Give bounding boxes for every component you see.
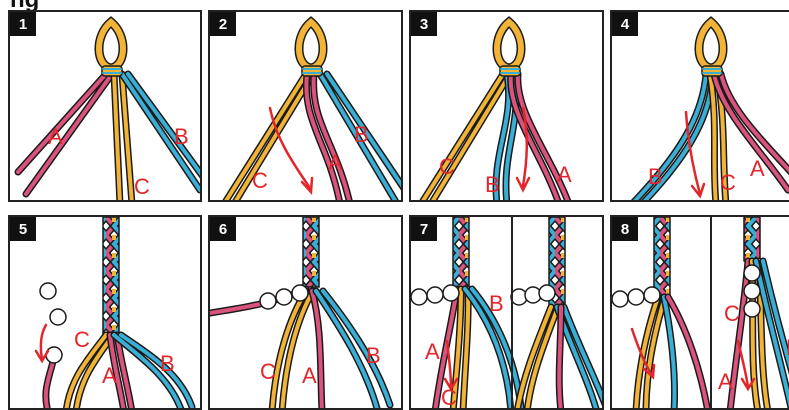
strand-label-b: B xyxy=(160,353,175,375)
step-number-badge: 2 xyxy=(210,12,236,36)
step-number-badge: 8 xyxy=(612,217,638,241)
subpanel-divider xyxy=(710,217,712,408)
strand-label-a: A xyxy=(102,365,117,387)
strand-label-c: C xyxy=(74,329,90,351)
strand-label-a: A xyxy=(557,164,572,186)
step-panel-1: 1 A B C xyxy=(8,10,202,202)
step-number-badge: 4 xyxy=(612,12,638,36)
step-panel-3: 3 A B C xyxy=(409,10,604,202)
step-panel-5: 5 A B C xyxy=(8,215,202,410)
step-panel-4: 4 A B C xyxy=(610,10,789,202)
step-panel-6: 6 A B C xyxy=(208,215,403,410)
strand-label-b: B xyxy=(485,174,500,196)
step-panel-7: 7 A B C xyxy=(409,215,604,410)
strand-label-c: C xyxy=(724,303,740,325)
strand-label-c: C xyxy=(720,172,736,194)
step-number-badge: 6 xyxy=(210,217,236,241)
strand-label-b: B xyxy=(648,166,663,188)
strand-label-c: C xyxy=(252,170,268,192)
step-number-badge: 1 xyxy=(10,12,36,36)
strand-label-c: C xyxy=(134,176,150,198)
strand-label-a: A xyxy=(328,152,343,174)
step-panel-8: 8 A B C xyxy=(610,215,789,410)
panel-8-illustration xyxy=(612,217,789,410)
strand-label-b: B xyxy=(354,124,369,146)
strand-label-c: C xyxy=(441,387,457,409)
strand-label-a: A xyxy=(48,126,63,148)
strand-label-a: A xyxy=(425,341,440,363)
step-number-badge: 5 xyxy=(10,217,36,241)
step-number-badge: 3 xyxy=(411,12,437,36)
strand-label-a: A xyxy=(718,371,733,393)
strand-label-b: B xyxy=(174,126,189,148)
strand-label-c: C xyxy=(439,156,455,178)
panel-1-illustration xyxy=(10,12,202,202)
strand-label-c: C xyxy=(260,361,276,383)
strand-label-a: A xyxy=(750,158,765,180)
strand-label-b: B xyxy=(366,345,381,367)
step-panel-2: 2 A B C xyxy=(208,10,403,202)
subpanel-divider xyxy=(511,217,513,408)
panel-7-illustration xyxy=(411,217,604,410)
step-number-badge: 7 xyxy=(411,217,437,241)
strand-label-b: B xyxy=(489,293,504,315)
panel-2-illustration xyxy=(210,12,403,202)
strand-label-a: A xyxy=(302,365,317,387)
